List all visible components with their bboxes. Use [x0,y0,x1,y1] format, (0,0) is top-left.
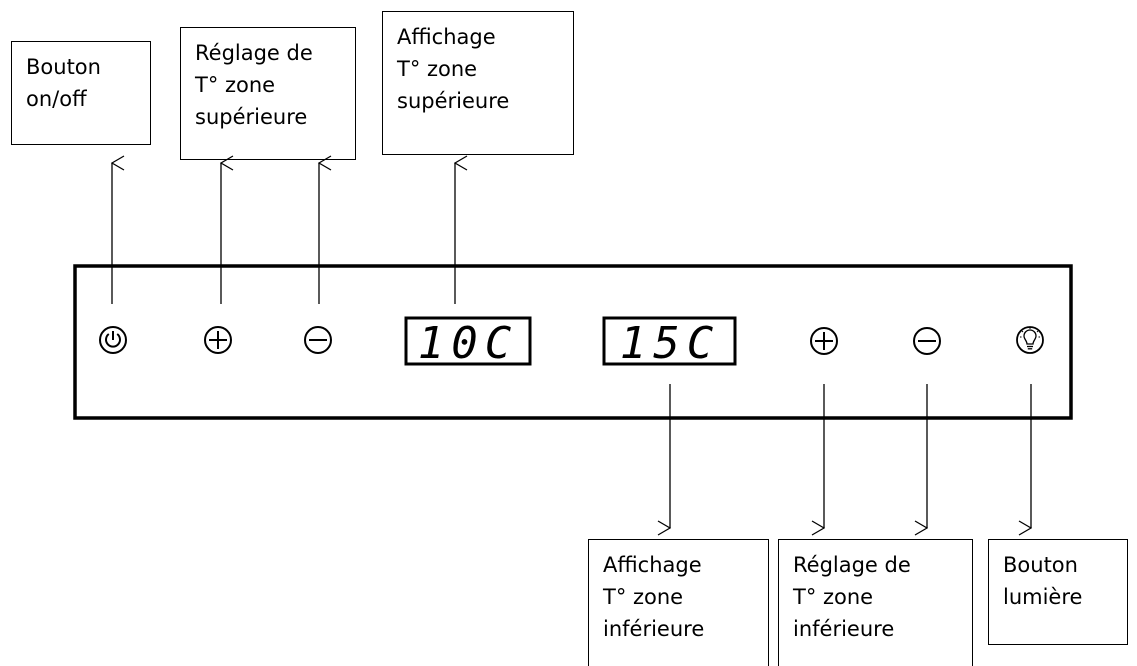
minus-icon[interactable] [304,326,332,354]
plus-icon[interactable] [204,326,232,354]
control-panel [73,264,1073,420]
upper-display-frame [404,316,532,366]
arrows-down [670,384,1031,528]
lightbulb-icon[interactable] [1016,326,1044,354]
label-lower-zone-display: Affichage T° zone inférieure [588,539,769,666]
arrows-up [112,163,455,304]
upper-display-value: 10C [418,318,518,369]
lower-zone-display: 15C [602,316,737,369]
label-upper-zone-setting: Réglage de T° zone supérieure [180,27,356,160]
label-lower-zone-setting: Réglage de T° zone inférieure [778,539,973,666]
plus-icon[interactable] [810,327,838,355]
label-light-button: Bouton lumière [988,539,1128,645]
lower-display-frame [602,316,737,366]
minus-icon[interactable] [913,327,941,355]
lower-display-value: 15C [620,318,720,369]
power-icon[interactable] [99,326,127,354]
label-upper-zone-display: Affichage T° zone supérieure [382,11,574,155]
label-power-button: Bouton on/off [11,41,151,145]
upper-zone-display: 10C [404,316,532,369]
